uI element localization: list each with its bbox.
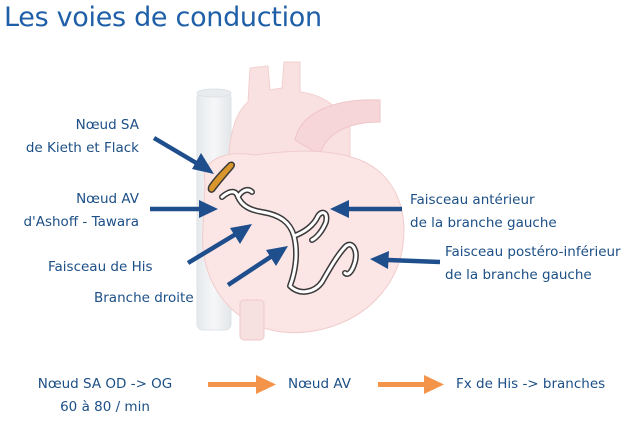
label-posterior-fascicle: Faisceau postéro-inférieur de la branche… — [445, 241, 621, 287]
label-sa-node: Nœud SA de Kieth et Flack — [26, 114, 139, 160]
arrow-icon — [370, 251, 441, 269]
label-posterior-fascicle-line2: de la branche gauche — [445, 267, 592, 283]
label-sa-node-line1: Nœud SA — [75, 117, 139, 133]
arrow-icon — [226, 246, 288, 287]
flow-step-sa-node: Nœud SA OD -> OG 60 à 80 / min — [20, 373, 190, 419]
page-title: Les voies de conduction — [4, 2, 322, 33]
label-right-branch: Branche droite — [94, 290, 194, 306]
label-av-node: Nœud AV d'Ashoff - Tawara — [23, 188, 139, 234]
flow-step-sa-node-line2: 60 à 80 / min — [60, 399, 150, 415]
sa-node-shape — [207, 161, 235, 193]
pointer-arrows — [150, 136, 441, 287]
arrow-icon — [150, 200, 218, 218]
heart-illustration — [202, 61, 405, 341]
label-anterior-fascicle-line2: de la branche gauche — [410, 215, 557, 231]
arrow-icon — [186, 224, 252, 265]
arrow-icon — [152, 136, 214, 174]
orange-arrow-icon — [208, 375, 276, 394]
label-av-node-line1: Nœud AV — [76, 191, 139, 207]
flow-arrows — [208, 375, 444, 394]
orange-arrow-icon — [378, 375, 444, 394]
label-av-node-line2: d'Ashoff - Tawara — [23, 214, 139, 230]
conduction-pathway — [219, 186, 359, 295]
label-anterior-fascicle-line1: Faisceau antérieur — [410, 192, 535, 208]
flow-step-sa-node-line1: Nœud SA OD -> OG — [37, 376, 173, 392]
arrow-icon — [330, 200, 402, 218]
label-anterior-fascicle: Faisceau antérieur de la branche gauche — [410, 189, 557, 235]
label-posterior-fascicle-line1: Faisceau postéro-inférieur — [445, 244, 621, 260]
label-bundle-his: Faisceau de His — [48, 259, 153, 275]
flow-step-his-branches: Fx de His -> branches — [456, 376, 606, 392]
label-sa-node-line2: de Kieth et Flack — [25, 140, 139, 156]
flow-step-av-node: Nœud AV — [288, 376, 351, 392]
